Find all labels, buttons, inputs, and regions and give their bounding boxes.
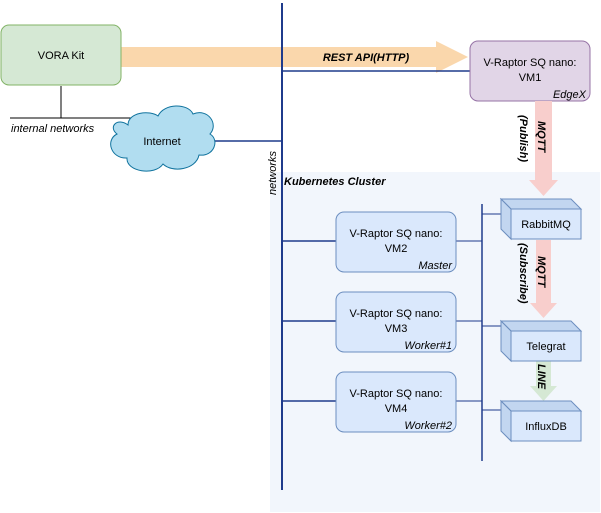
vm1-title: V-Raptor SQ nano:: [484, 57, 577, 69]
kubernetes-cluster-label: Kubernetes Cluster: [284, 176, 386, 188]
vm1-edgex-node[interactable]: [469, 40, 591, 102]
telegrat-label: Telegrat: [526, 341, 565, 353]
rabbitmq-label: RabbitMQ: [521, 219, 571, 231]
vm2-title: V-Raptor SQ nano:: [350, 228, 443, 240]
vora-kit-node[interactable]: [0, 24, 122, 86]
vm3-title: V-Raptor SQ nano:: [350, 308, 443, 320]
line-protocol-label: LINE: [535, 364, 547, 390]
vm1-tag: EdgeX: [553, 89, 587, 101]
vm2-master-node[interactable]: [335, 211, 457, 273]
vm4-name: VM4: [385, 403, 408, 415]
rabbitmq-node[interactable]: [499, 197, 583, 241]
vm4-tag: Worker#2: [404, 420, 452, 432]
vm2-tag: Master: [418, 260, 453, 272]
rest-api-arrow: [120, 41, 468, 73]
internet-cloud-icon[interactable]: [110, 105, 216, 172]
mqtt-subscribe-arrow: [530, 240, 557, 318]
vm4-worker2-node[interactable]: [335, 371, 457, 433]
mqtt-publish-proto: MQTT: [535, 121, 547, 153]
internet-label: Internet: [143, 136, 180, 148]
vm3-tag: Worker#1: [404, 340, 452, 352]
mqtt-subscribe-action: (Subscribe): [517, 243, 529, 304]
vm2-name: VM2: [385, 243, 408, 255]
vm3-name: VM3: [385, 323, 408, 335]
influxdb-node[interactable]: [499, 399, 583, 443]
networks-label: networks: [267, 150, 279, 195]
influxdb-label: InfluxDB: [525, 421, 567, 433]
vora-kit-label: VORA Kit: [38, 50, 84, 62]
internal-networks-label: internal networks: [11, 123, 95, 135]
vm1-name: VM1: [519, 72, 542, 84]
mqtt-subscribe-proto: MQTT: [535, 256, 547, 288]
rest-api-label: REST API(HTTP): [323, 52, 410, 64]
mqtt-publish-arrow: [529, 101, 558, 196]
vm4-title: V-Raptor SQ nano:: [350, 388, 443, 400]
line-protocol-arrow: [530, 358, 557, 401]
telegrat-node[interactable]: [499, 319, 583, 363]
vm3-worker1-node[interactable]: [335, 291, 457, 353]
mqtt-publish-action: (Publish): [517, 115, 529, 162]
